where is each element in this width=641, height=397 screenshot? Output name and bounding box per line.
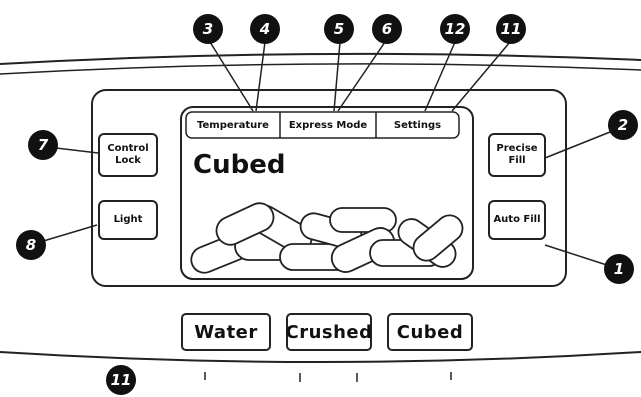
auto-fill-button[interactable]: Auto Fill bbox=[488, 200, 546, 240]
callout-3: 3 bbox=[193, 14, 223, 44]
callout-5: 5 bbox=[324, 14, 354, 44]
callout-2: 2 bbox=[608, 110, 638, 140]
control-lock-label-line1: Control bbox=[107, 143, 149, 154]
light-button[interactable]: Light bbox=[98, 200, 158, 240]
control-lock-label-line2: Lock bbox=[115, 155, 141, 166]
callout-11-top: 11 bbox=[496, 14, 526, 44]
tab-temperature[interactable]: Temperature bbox=[197, 119, 269, 131]
screen-mode-title: Cubed bbox=[193, 150, 286, 180]
control-lock-button[interactable]: Control Lock bbox=[98, 133, 158, 177]
crushed-button[interactable]: Crushed bbox=[285, 313, 372, 351]
callout-6: 6 bbox=[372, 14, 402, 44]
callout-8: 8 bbox=[16, 230, 46, 260]
callout-7: 7 bbox=[28, 130, 58, 160]
callout-11-bottom: 11 bbox=[106, 365, 136, 395]
tab-settings[interactable]: Settings bbox=[393, 119, 442, 131]
tab-express-mode[interactable]: Express Mode bbox=[288, 119, 368, 131]
precise-fill-button[interactable]: Precise Fill bbox=[488, 133, 546, 177]
water-button[interactable]: Water bbox=[181, 313, 271, 351]
callout-12: 12 bbox=[440, 14, 470, 44]
cubed-button[interactable]: Cubed bbox=[387, 313, 473, 351]
callout-4: 4 bbox=[250, 14, 280, 44]
callout-1: 1 bbox=[604, 254, 634, 284]
